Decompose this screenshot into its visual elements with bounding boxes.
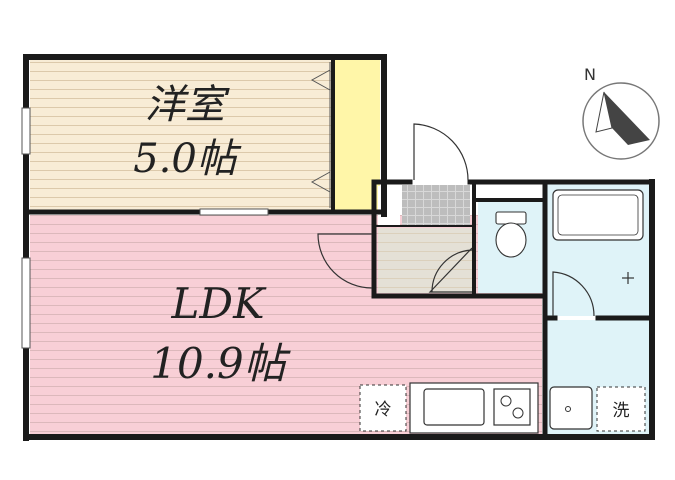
kitchen-sink — [423, 388, 485, 426]
washer-spot — [596, 386, 646, 432]
entrance-door — [413, 123, 469, 181]
toilet-door-arc — [431, 249, 473, 293]
refrigerator-spot — [359, 384, 407, 432]
burner-icon — [500, 395, 512, 407]
toilet-tank — [495, 211, 527, 225]
drain-icon — [565, 406, 571, 412]
stove — [493, 388, 531, 426]
bathtub-inner — [557, 194, 639, 236]
toilet-bowl — [495, 222, 527, 258]
refrigerator-label: 冷 — [375, 400, 392, 420]
closet-door — [310, 69, 331, 91]
north-label: N — [584, 65, 596, 84]
burner-icon — [512, 407, 524, 419]
ldk-name: LDK — [171, 279, 268, 328]
toilet-door — [428, 247, 473, 293]
entrance-tile — [402, 185, 470, 227]
walls — [23, 54, 655, 441]
western-room-size: 5.0帖 — [133, 136, 242, 182]
window — [21, 107, 31, 155]
sliding-door — [199, 208, 269, 216]
bath-door — [552, 271, 595, 317]
washer-label: 洗 — [613, 401, 630, 421]
ldk-size: 10.9帖 — [150, 339, 291, 388]
north-compass: N — [582, 65, 660, 160]
wash-basin — [549, 386, 593, 430]
compass-needle-icon — [604, 92, 650, 145]
western-room-name: 洋室 — [145, 82, 230, 128]
window — [21, 257, 31, 349]
ldk-door — [317, 233, 373, 289]
closet-door — [310, 171, 331, 193]
